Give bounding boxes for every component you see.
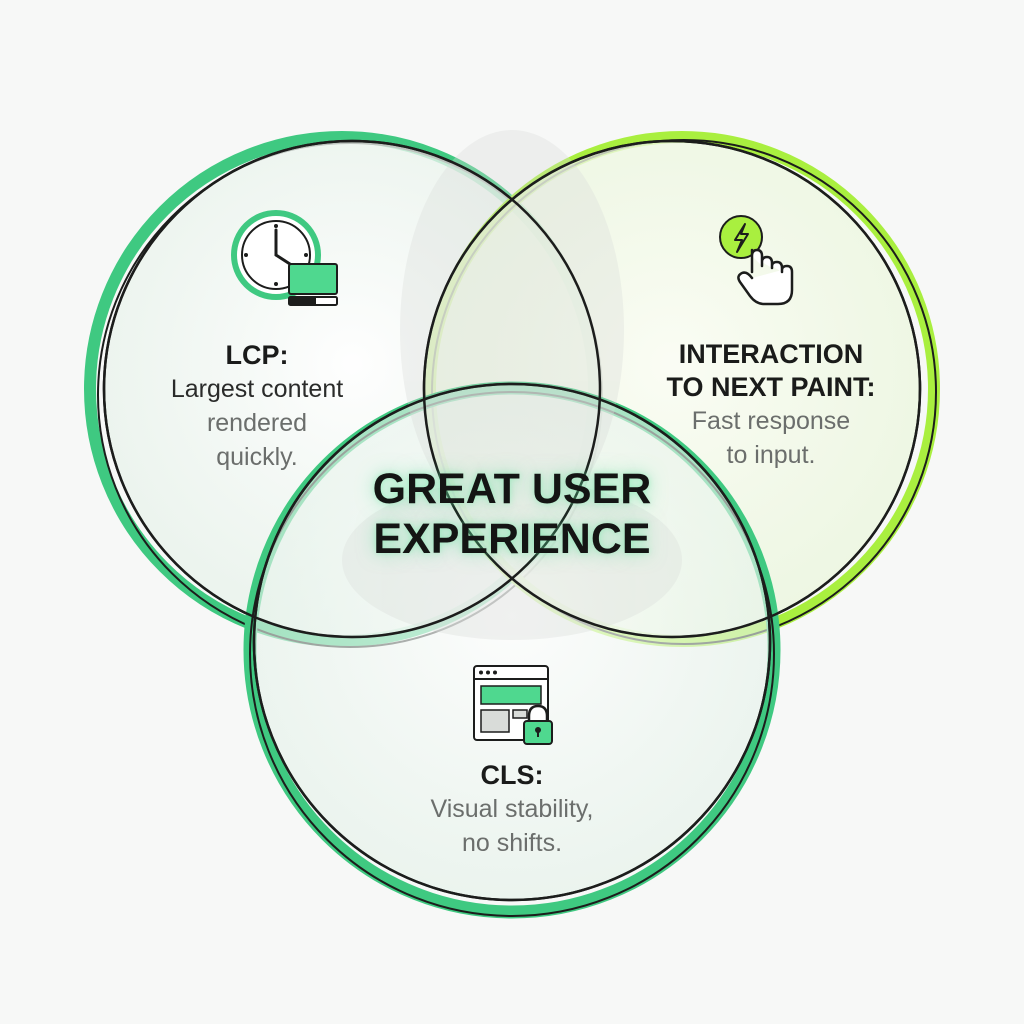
lcp-label: LCP: Largest content rendered quickly. <box>132 339 382 474</box>
cls-description-line: no shifts. <box>461 829 563 857</box>
cls-label: CLS: Visual stability, no shifts. <box>386 759 638 860</box>
inp-heading: INTERACTION TO NEXT PAINT: <box>640 338 902 404</box>
lcp-description-line: quickly. <box>216 443 298 471</box>
inp-description: Fast response to input. <box>640 404 902 472</box>
lcp-description-line: rendered <box>206 409 308 437</box>
cls-heading: CLS: <box>480 760 544 790</box>
browser-window-lock-icon <box>473 665 553 745</box>
inp-description-line: to input. <box>726 441 816 469</box>
inp-description-line: Fast response <box>691 407 851 435</box>
cls-circle <box>243 381 781 919</box>
overlap-shading <box>342 130 682 640</box>
center-title-line: EXPERIENCE <box>373 515 651 563</box>
center-title: GREAT USER EXPERIENCE <box>312 464 712 564</box>
lcp-description: Largest content rendered quickly. <box>132 372 382 474</box>
lcp-description-line: Largest content <box>170 375 344 403</box>
inp-label: INTERACTION TO NEXT PAINT: Fast response… <box>640 338 902 472</box>
clock-with-monitor-icon <box>231 210 338 306</box>
center-title-line: GREAT USER <box>372 465 652 513</box>
inp-heading-line: TO NEXT PAINT: <box>666 372 876 402</box>
cls-description: Visual stability, no shifts. <box>386 792 638 860</box>
lcp-heading: LCP: <box>225 340 289 370</box>
lightning-tap-hand-icon <box>719 215 794 306</box>
cls-description-line: Visual stability, <box>430 795 594 823</box>
inp-heading-line: INTERACTION <box>678 339 864 369</box>
